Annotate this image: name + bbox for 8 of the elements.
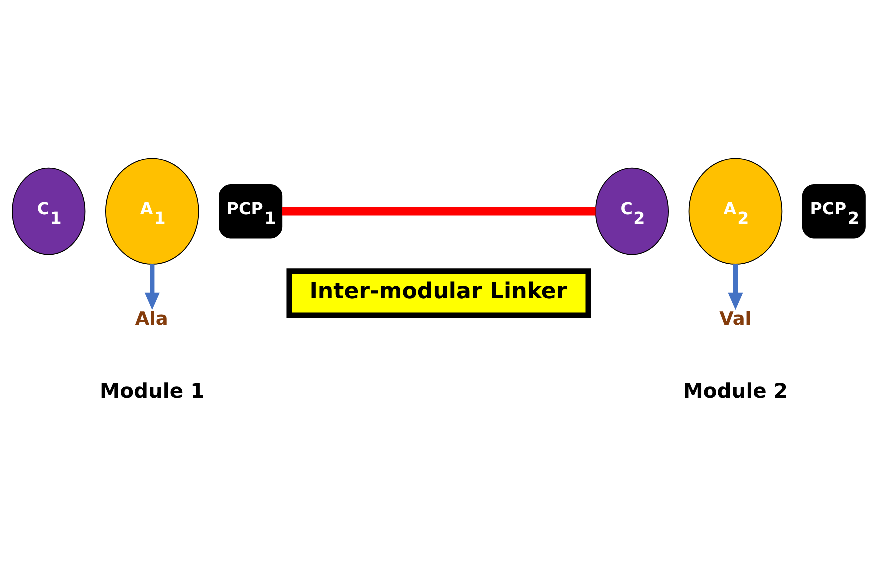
node-text: Val [720,308,752,330]
node-text: Ala [135,308,168,330]
arrow [144,264,160,310]
connector [282,206,596,216]
label: Module 2 [683,378,788,402]
node-box: Inter-modular Linker [286,268,592,318]
arrow [728,264,744,310]
label: Module 1 [100,378,205,402]
